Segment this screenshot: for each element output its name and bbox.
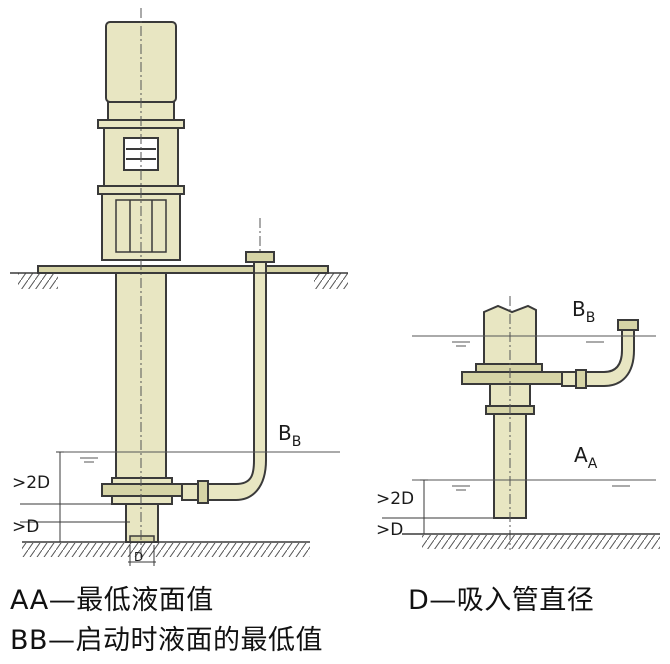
discharge-flange-mid bbox=[197, 480, 209, 504]
right-label-bb: BB bbox=[572, 297, 595, 326]
left-dim-bottom: D bbox=[134, 550, 143, 564]
right-label-aa: AA bbox=[574, 443, 598, 472]
left-label-bb: BB bbox=[278, 421, 301, 450]
suction-inlet bbox=[129, 535, 155, 543]
discharge-flange-top bbox=[245, 251, 275, 263]
right-dim-2d: >2D bbox=[376, 489, 414, 509]
left-dim-d: >D bbox=[12, 517, 39, 537]
right-mounting-plate bbox=[461, 371, 563, 385]
legend-aa: AA—最低液面值 bbox=[10, 585, 214, 616]
right-dim-d: >D bbox=[376, 520, 403, 540]
left-liquid-level bbox=[60, 451, 340, 463]
mounting-plate bbox=[37, 265, 329, 274]
casing-flange bbox=[101, 483, 183, 497]
right-liquid-levels bbox=[412, 335, 656, 491]
right-dimensions bbox=[382, 479, 496, 534]
left-floor bbox=[22, 541, 310, 557]
legend-bb: BB—启动时液面的最低值 bbox=[10, 625, 324, 656]
left-pump-assembly bbox=[37, 8, 329, 560]
right-discharge-pipe bbox=[561, 329, 635, 387]
right-top-flange bbox=[475, 363, 543, 373]
left-ground-top bbox=[10, 272, 348, 289]
discharge-pipe bbox=[181, 261, 267, 501]
left-dim-2d: >2D bbox=[12, 473, 50, 493]
legend-d: D—吸入管直径 bbox=[408, 585, 595, 616]
right-floor bbox=[402, 533, 660, 549]
left-dimensions bbox=[20, 451, 156, 566]
right-pump-assembly bbox=[461, 296, 639, 550]
right-discharge-top bbox=[617, 319, 639, 331]
right-discharge-flange bbox=[575, 369, 587, 389]
